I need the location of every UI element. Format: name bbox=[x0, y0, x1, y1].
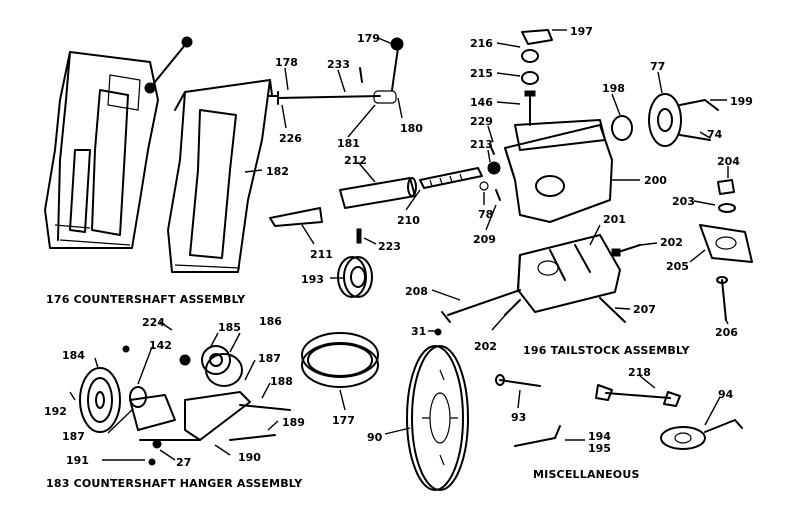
label-215: 215 bbox=[470, 67, 493, 80]
leader-lines bbox=[69, 29, 729, 461]
label-178: 178 bbox=[275, 56, 298, 69]
label-189: 189 bbox=[282, 416, 305, 429]
tailstock-handwheel-drawing bbox=[611, 93, 719, 147]
label-192: 192 bbox=[44, 405, 67, 418]
label-200: 200 bbox=[644, 174, 667, 187]
tailstock-clamp-parts-drawing bbox=[521, 29, 553, 126]
label-205: 205 bbox=[666, 260, 689, 273]
label-216: 216 bbox=[470, 37, 493, 50]
label-146: 146 bbox=[470, 96, 493, 109]
label-78: 78 bbox=[478, 208, 493, 221]
label-190: 190 bbox=[238, 451, 261, 464]
label-202b: 202 bbox=[474, 340, 497, 353]
label-207: 207 bbox=[633, 303, 656, 316]
tailstock-spindle-parts-drawing bbox=[269, 167, 483, 298]
label-210: 210 bbox=[397, 214, 420, 227]
part-number-labels: 179 178 233 226 181 180 182 212 211 210 … bbox=[44, 25, 753, 469]
label-202a: 202 bbox=[660, 236, 683, 249]
label-191: 191 bbox=[66, 454, 89, 467]
belt-177-drawing bbox=[301, 332, 379, 388]
label-181: 181 bbox=[337, 137, 360, 150]
assembly-captions: 176 COUNTERSHAFT ASSEMBLY 196 TAILSTOCK … bbox=[46, 293, 690, 490]
label-213: 213 bbox=[470, 138, 493, 151]
label-212: 212 bbox=[344, 154, 367, 167]
label-194: 194 bbox=[588, 430, 611, 443]
label-195: 195 bbox=[588, 442, 611, 455]
label-188: 188 bbox=[270, 375, 293, 388]
label-229: 229 bbox=[470, 115, 493, 128]
label-90: 90 bbox=[367, 431, 383, 444]
label-211: 211 bbox=[310, 248, 333, 261]
shaft-178-drawing bbox=[267, 37, 404, 105]
faceplate-90-drawing bbox=[406, 345, 469, 491]
label-94: 94 bbox=[718, 388, 734, 401]
miscellaneous-parts-drawing bbox=[495, 374, 743, 450]
hanger-assembly-drawing bbox=[79, 345, 291, 466]
label-74: 74 bbox=[707, 128, 723, 141]
label-187a: 187 bbox=[258, 352, 281, 365]
label-197: 197 bbox=[570, 25, 593, 38]
label-233: 233 bbox=[327, 58, 350, 71]
label-77: 77 bbox=[650, 60, 665, 73]
caption-tailstock-assembly: 196 TAILSTOCK ASSEMBLY bbox=[523, 344, 690, 357]
label-187b: 187 bbox=[62, 430, 85, 443]
label-223: 223 bbox=[378, 240, 401, 253]
label-203: 203 bbox=[672, 195, 695, 208]
label-201: 201 bbox=[603, 213, 626, 226]
label-208: 208 bbox=[405, 285, 428, 298]
caption-miscellaneous: MISCELLANEOUS bbox=[533, 468, 640, 481]
label-27: 27 bbox=[176, 456, 191, 469]
tailstock-body-drawing bbox=[479, 119, 613, 223]
label-182: 182 bbox=[266, 165, 289, 178]
label-177: 177 bbox=[332, 414, 355, 427]
label-193: 193 bbox=[301, 273, 324, 286]
label-198: 198 bbox=[602, 82, 625, 95]
caption-hanger-assembly: 183 COUNTERSHAFT HANGER ASSEMBLY bbox=[46, 477, 303, 490]
label-185: 185 bbox=[218, 321, 241, 334]
label-226: 226 bbox=[279, 132, 302, 145]
label-209: 209 bbox=[473, 233, 496, 246]
label-204: 204 bbox=[717, 155, 740, 168]
label-180: 180 bbox=[400, 122, 423, 135]
label-206: 206 bbox=[715, 326, 738, 339]
clamp-parts-drawing bbox=[611, 179, 753, 321]
countershaft-frame-drawing bbox=[44, 36, 193, 249]
label-218: 218 bbox=[628, 366, 651, 379]
label-224: 224 bbox=[142, 316, 165, 329]
label-199: 199 bbox=[730, 95, 753, 108]
label-93: 93 bbox=[511, 411, 526, 424]
label-31: 31 bbox=[411, 325, 426, 338]
tailstock-base-drawing bbox=[517, 234, 621, 313]
label-179: 179 bbox=[357, 32, 380, 45]
caption-countershaft-assembly: 176 COUNTERSHAFT ASSEMBLY bbox=[46, 293, 246, 306]
label-142: 142 bbox=[149, 339, 172, 352]
label-186: 186 bbox=[259, 315, 282, 328]
label-184: 184 bbox=[62, 349, 85, 362]
countershaft-hanger-frame-drawing bbox=[167, 79, 273, 273]
